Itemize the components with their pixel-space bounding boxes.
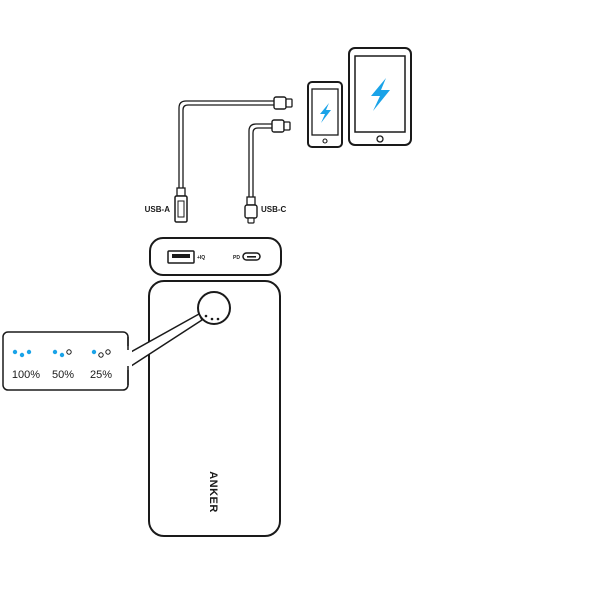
led-dot xyxy=(216,317,220,321)
led-lit xyxy=(91,349,97,355)
power-button xyxy=(197,291,231,325)
led-lit xyxy=(12,349,18,355)
usb-a-cable xyxy=(174,96,293,223)
level-label: 50% xyxy=(52,369,74,381)
lightning-bolt-icon xyxy=(371,78,390,111)
battery-indicator-callout: 100% 50% 25% xyxy=(2,313,203,391)
brand-logo: ANKER xyxy=(207,471,219,513)
led-lit xyxy=(26,349,32,355)
pd-label: PD xyxy=(233,255,240,261)
usb-a-label: USB-A xyxy=(145,205,171,214)
led-lit xyxy=(52,349,58,355)
lightning-bolt-icon xyxy=(320,103,331,123)
level-label: 25% xyxy=(90,369,112,381)
led-lit xyxy=(59,352,65,358)
phone xyxy=(307,81,343,148)
usb-c-cable xyxy=(244,119,291,224)
led-dot xyxy=(210,317,214,321)
led-lit xyxy=(19,352,25,358)
led-dot xyxy=(204,314,208,318)
powerbank-body: ANKER xyxy=(148,280,281,537)
level-label: 100% xyxy=(12,369,40,381)
led-off xyxy=(105,349,111,355)
iq-label: +IQ xyxy=(197,255,205,261)
tablet xyxy=(348,47,412,146)
led-off xyxy=(98,352,104,358)
led-off xyxy=(66,349,72,355)
usb-c-label: USB-C xyxy=(261,205,287,214)
powerbank-top-view: +IQ PD xyxy=(149,237,282,276)
